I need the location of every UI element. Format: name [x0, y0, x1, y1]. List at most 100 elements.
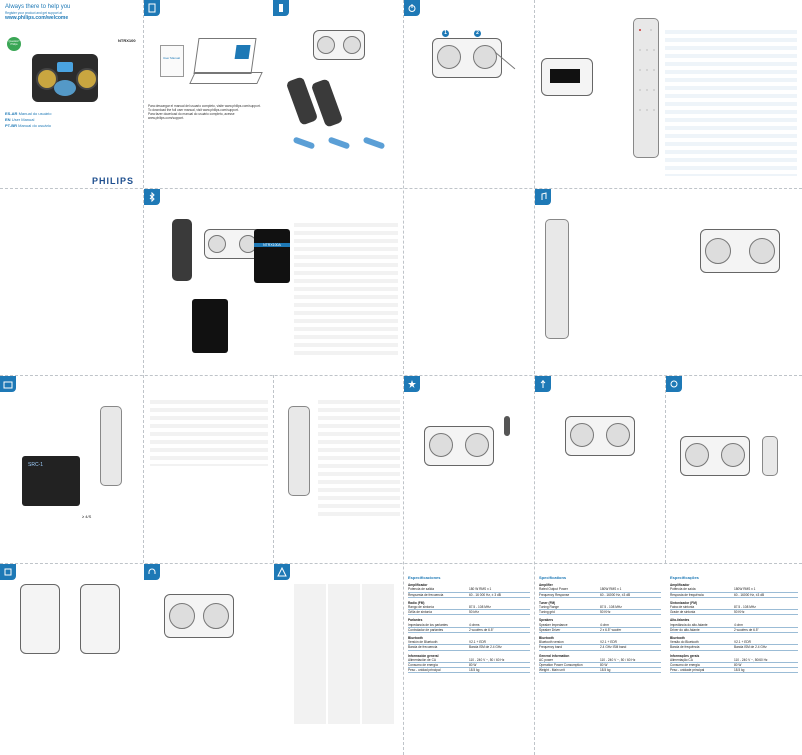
- battery-icon-3: [362, 136, 386, 150]
- speaker-aux: [680, 436, 750, 476]
- spec-row: Tuning Range 87.5 - 108 MHz: [539, 605, 661, 611]
- spec-row: Impedância do alto-falante 4 ohm: [670, 623, 798, 628]
- spec-cell: Consumo de energia: [670, 663, 700, 668]
- spec-cell: Impedancia de los parlantes: [408, 622, 448, 627]
- speaker-mic: [424, 426, 494, 466]
- spec-cell: 50 kHz: [469, 610, 479, 615]
- manual-en: EN User Manual: [5, 117, 35, 122]
- spec-title: Specifications: [539, 575, 567, 580]
- spec-cell: V2.1 + EDR: [469, 640, 486, 645]
- spec-cell: 110 - 240 V ~, 50/60 Hz: [734, 657, 768, 662]
- laptop-illustration: [193, 38, 257, 74]
- spec-cell: 18.5 kg: [734, 668, 745, 673]
- spec-cell: Grilla de sintonía: [408, 610, 432, 615]
- spec-cell: Tuning grid: [539, 610, 555, 615]
- remote-function-list: [665, 26, 797, 176]
- spec-cell: Controlador de parlantes: [408, 627, 444, 632]
- spec-row: Grilla de sintonía 50 kHz: [408, 610, 530, 616]
- product-image: [32, 54, 98, 102]
- question-badge-text: Question? Philips: [8, 40, 20, 46]
- spec-cell: Driver do alto-falante: [670, 627, 700, 632]
- usb-icon: [535, 376, 551, 392]
- spec-cell: Tuning Range: [539, 605, 559, 610]
- spec-section-title: General information: [539, 653, 570, 658]
- bt-device-name: NTRX100A: [254, 243, 290, 247]
- panel-power: 1 2: [404, 0, 534, 188]
- spec-cell: Alimentação CA: [670, 657, 693, 662]
- bluetooth-icon: [144, 189, 160, 205]
- spec-cell: 50 KHz: [734, 610, 745, 615]
- spec-cell: 4 ohms: [469, 622, 480, 627]
- manual-list: ES-AR Manual do usuário EN User Manual P…: [5, 111, 75, 129]
- speaker-back-illustration: [432, 38, 502, 78]
- spec-cell: Versão do Bluetooth: [670, 640, 699, 645]
- spec-cell: 180W RMS x 1: [600, 587, 622, 592]
- cover-register-line: Register your product and get support at: [5, 11, 63, 15]
- spec-cell: V2.1 + EDR: [600, 640, 617, 645]
- panel-usb: [535, 376, 665, 563]
- model-number: NTRX100: [118, 38, 136, 43]
- spec-cell: Banda de frequência: [670, 645, 700, 650]
- spec-title: Especificaciones: [408, 575, 441, 580]
- remote-radio: [100, 406, 122, 486]
- speaker-illustration-bt: [204, 229, 260, 259]
- spec-cell: 4 ohm: [600, 622, 609, 627]
- safety-icons-grid: [294, 584, 394, 724]
- spec-title: Especificações: [670, 575, 699, 580]
- spec-cell: Faixa de sintonia: [670, 605, 695, 610]
- link-icon: [666, 376, 682, 392]
- spec-cell: Frequency Response: [539, 592, 570, 597]
- spec-cell: Alimentación de CA: [408, 657, 436, 662]
- spec-cell: 2 woofers de 6.5": [734, 627, 759, 632]
- spec-cell: 87.5 - 108 MHz: [469, 605, 491, 610]
- spec-cell: 4 ohm: [734, 622, 743, 627]
- speaker-music: [700, 229, 780, 273]
- booklet-label: User Manual: [163, 56, 181, 60]
- spec-cell: 18.5 kg: [600, 668, 611, 673]
- remote-presets: [288, 406, 310, 496]
- philips-logo: PHILIPS: [92, 176, 135, 186]
- cover-panel: Always there to help you Register your p…: [0, 0, 143, 188]
- battery-icon: [292, 136, 316, 150]
- headphones-icon: [144, 564, 160, 580]
- speaker-rca-2: [80, 584, 120, 654]
- speaker-rca: [20, 584, 60, 654]
- spec-cell: Impedância do alto-falante: [670, 622, 708, 627]
- radio-icon: [0, 376, 16, 392]
- speaker-illustration: [313, 30, 365, 60]
- phone-screen: NTRX100A: [254, 229, 290, 283]
- caption-pt: Para fazer download do manual do usuário…: [148, 112, 235, 120]
- spec-row: Peso - unidade principal 18.5 kg: [670, 668, 798, 674]
- spec-cell: 87.5 - 108 MHz: [600, 605, 622, 610]
- spec-cell: Operation Power Consumption: [539, 663, 583, 668]
- spec-cell: Speaker Driver: [539, 627, 561, 632]
- radio-display: SRC-1: [22, 456, 80, 506]
- cover-url[interactable]: www.philips.com/welcome: [5, 15, 69, 21]
- spec-cell: Peso - unidade principal: [670, 668, 705, 673]
- panel-microphone: [404, 376, 534, 563]
- radio-instructions: [150, 396, 268, 466]
- spec-row: Driver do alto-falante 2 woofers de 6.5": [670, 627, 798, 634]
- star-icon: [404, 376, 420, 392]
- radio-freq-label: ≥ 4/S: [82, 514, 92, 519]
- cable-icon: [0, 564, 16, 580]
- spec-cell: 18.5 kg: [469, 668, 480, 673]
- spec-cell: Speaker Impedance: [539, 622, 568, 627]
- music-note-icon: [535, 189, 551, 205]
- download-captions: Para descargar el manual del usuario com…: [148, 104, 266, 120]
- spec-cell: Grade de sintonia: [670, 610, 696, 615]
- spec-cell: 80 W: [469, 663, 477, 668]
- spec-cell: Versión de Bluetooth: [408, 640, 438, 645]
